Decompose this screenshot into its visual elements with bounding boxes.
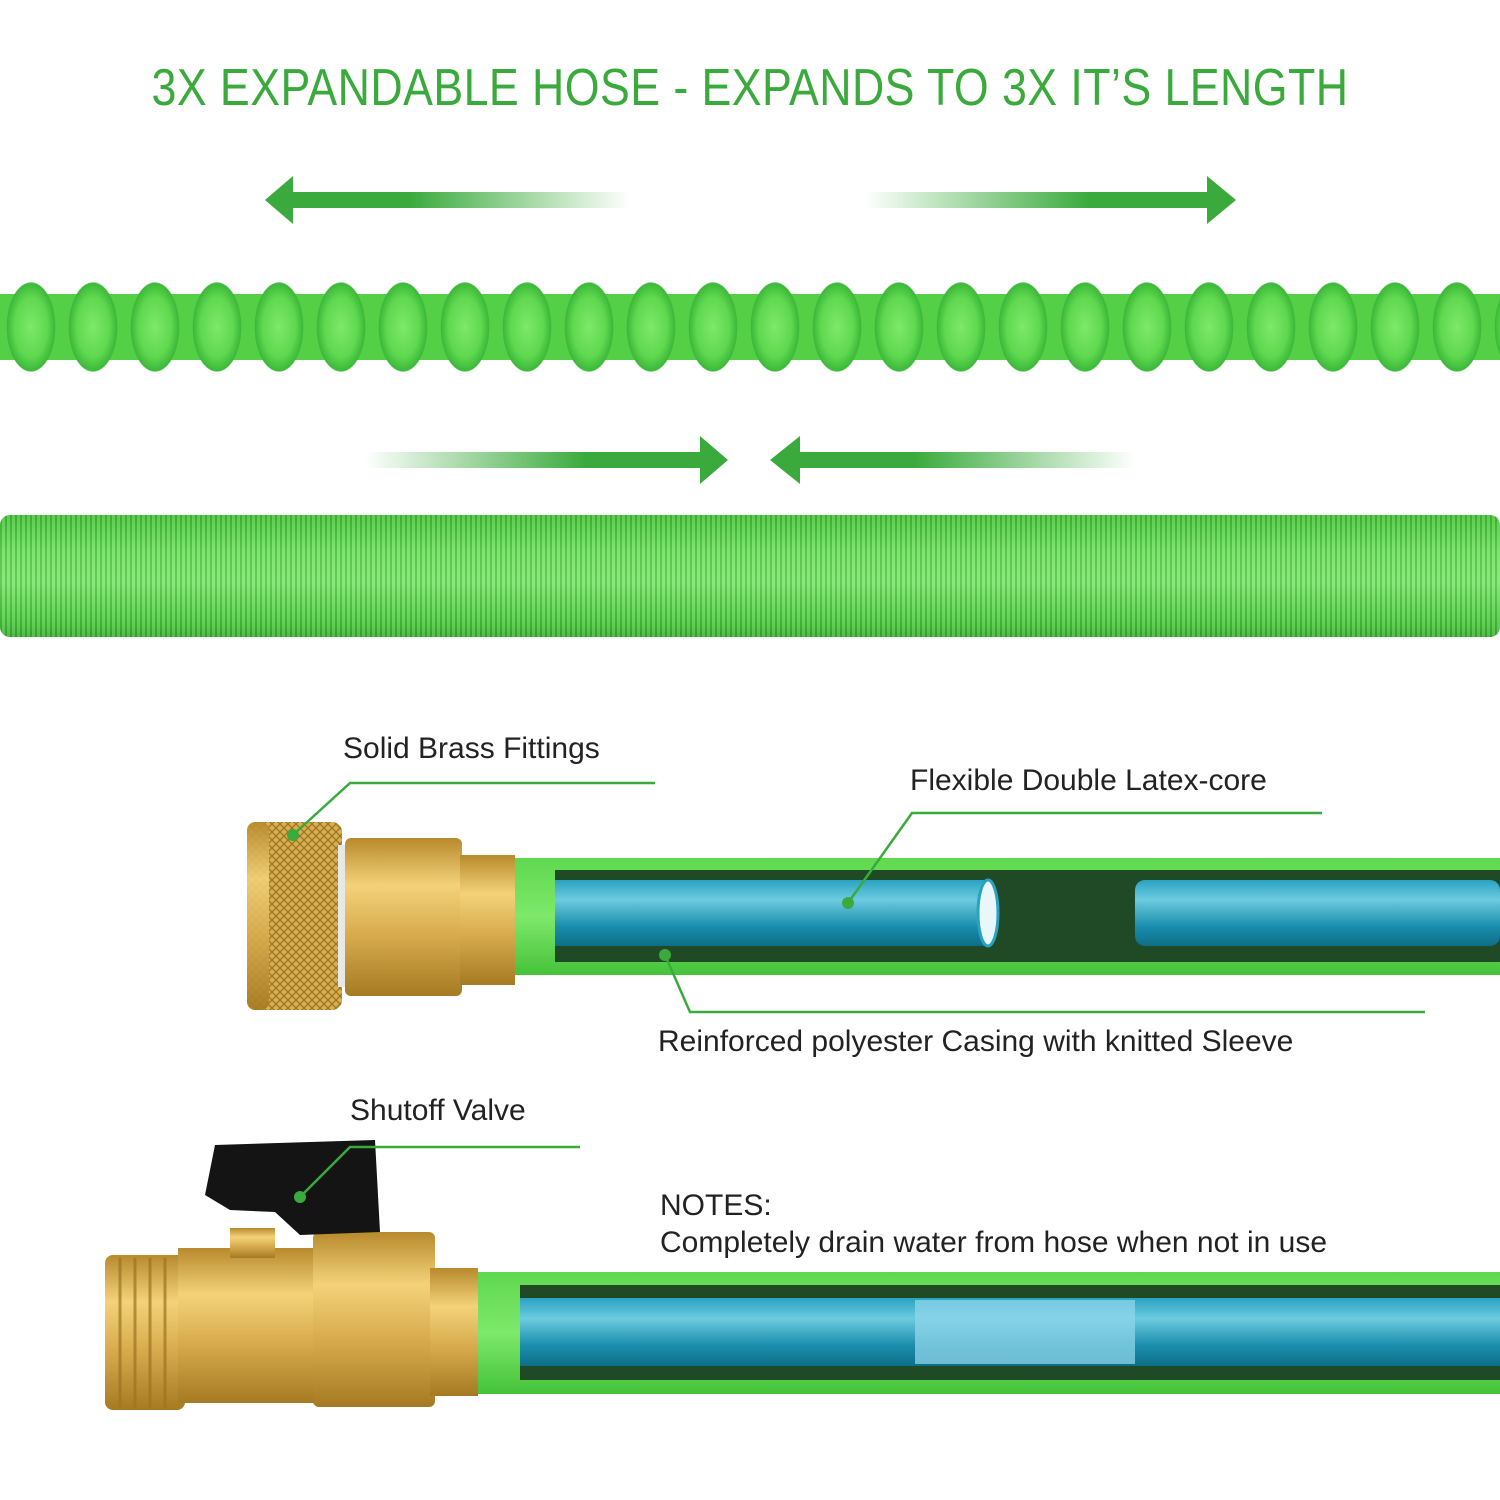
notes-text: Completely drain water from hose when no…	[660, 1226, 1328, 1259]
expand-right-arrow	[865, 176, 1236, 224]
callout-dot	[842, 897, 854, 909]
callout-dot	[287, 829, 299, 841]
contract-right-arrow	[365, 436, 728, 484]
notes-heading: NOTES:	[660, 1189, 772, 1222]
label-casing: Reinforced polyester Casing with knitted…	[658, 1025, 1294, 1058]
contracted-hose	[0, 515, 1500, 637]
expand-left-arrow	[265, 176, 630, 224]
callout-dot	[294, 1191, 306, 1203]
headline: 3X EXPANDABLE HOSE - EXPANDS TO 3X IT’S …	[151, 59, 1349, 117]
label-latex-core: Flexible Double Latex-core	[910, 764, 1267, 797]
hose-cutaway-bottom	[478, 1272, 1500, 1394]
valve-handle	[205, 1140, 380, 1235]
contract-left-arrow	[770, 436, 1135, 484]
label-brass-fittings: Solid Brass Fittings	[343, 732, 600, 765]
callout-dot	[659, 949, 671, 961]
expanded-hose	[0, 268, 1500, 386]
shutoff-valve-fitting	[105, 1140, 478, 1410]
label-shutoff-valve: Shutoff Valve	[350, 1094, 526, 1127]
brass-fitting-female	[247, 822, 515, 1010]
hose-cutaway-top	[515, 858, 1500, 975]
